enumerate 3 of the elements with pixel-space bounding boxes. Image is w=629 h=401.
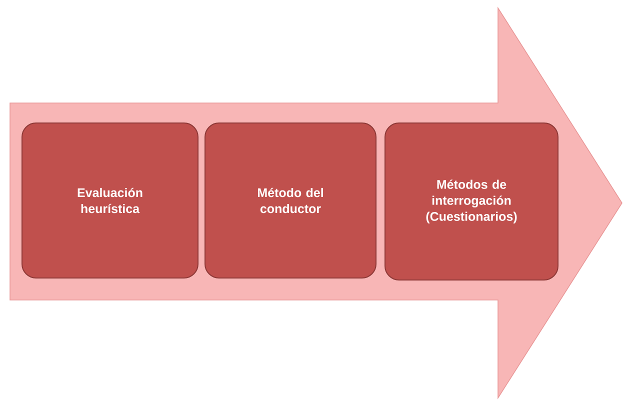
process-box: Métodos de interrogación (Cuestionarios) (384, 122, 558, 280)
process-box: Evaluación heurística (22, 122, 198, 278)
process-box: Método del conductor (204, 122, 376, 278)
